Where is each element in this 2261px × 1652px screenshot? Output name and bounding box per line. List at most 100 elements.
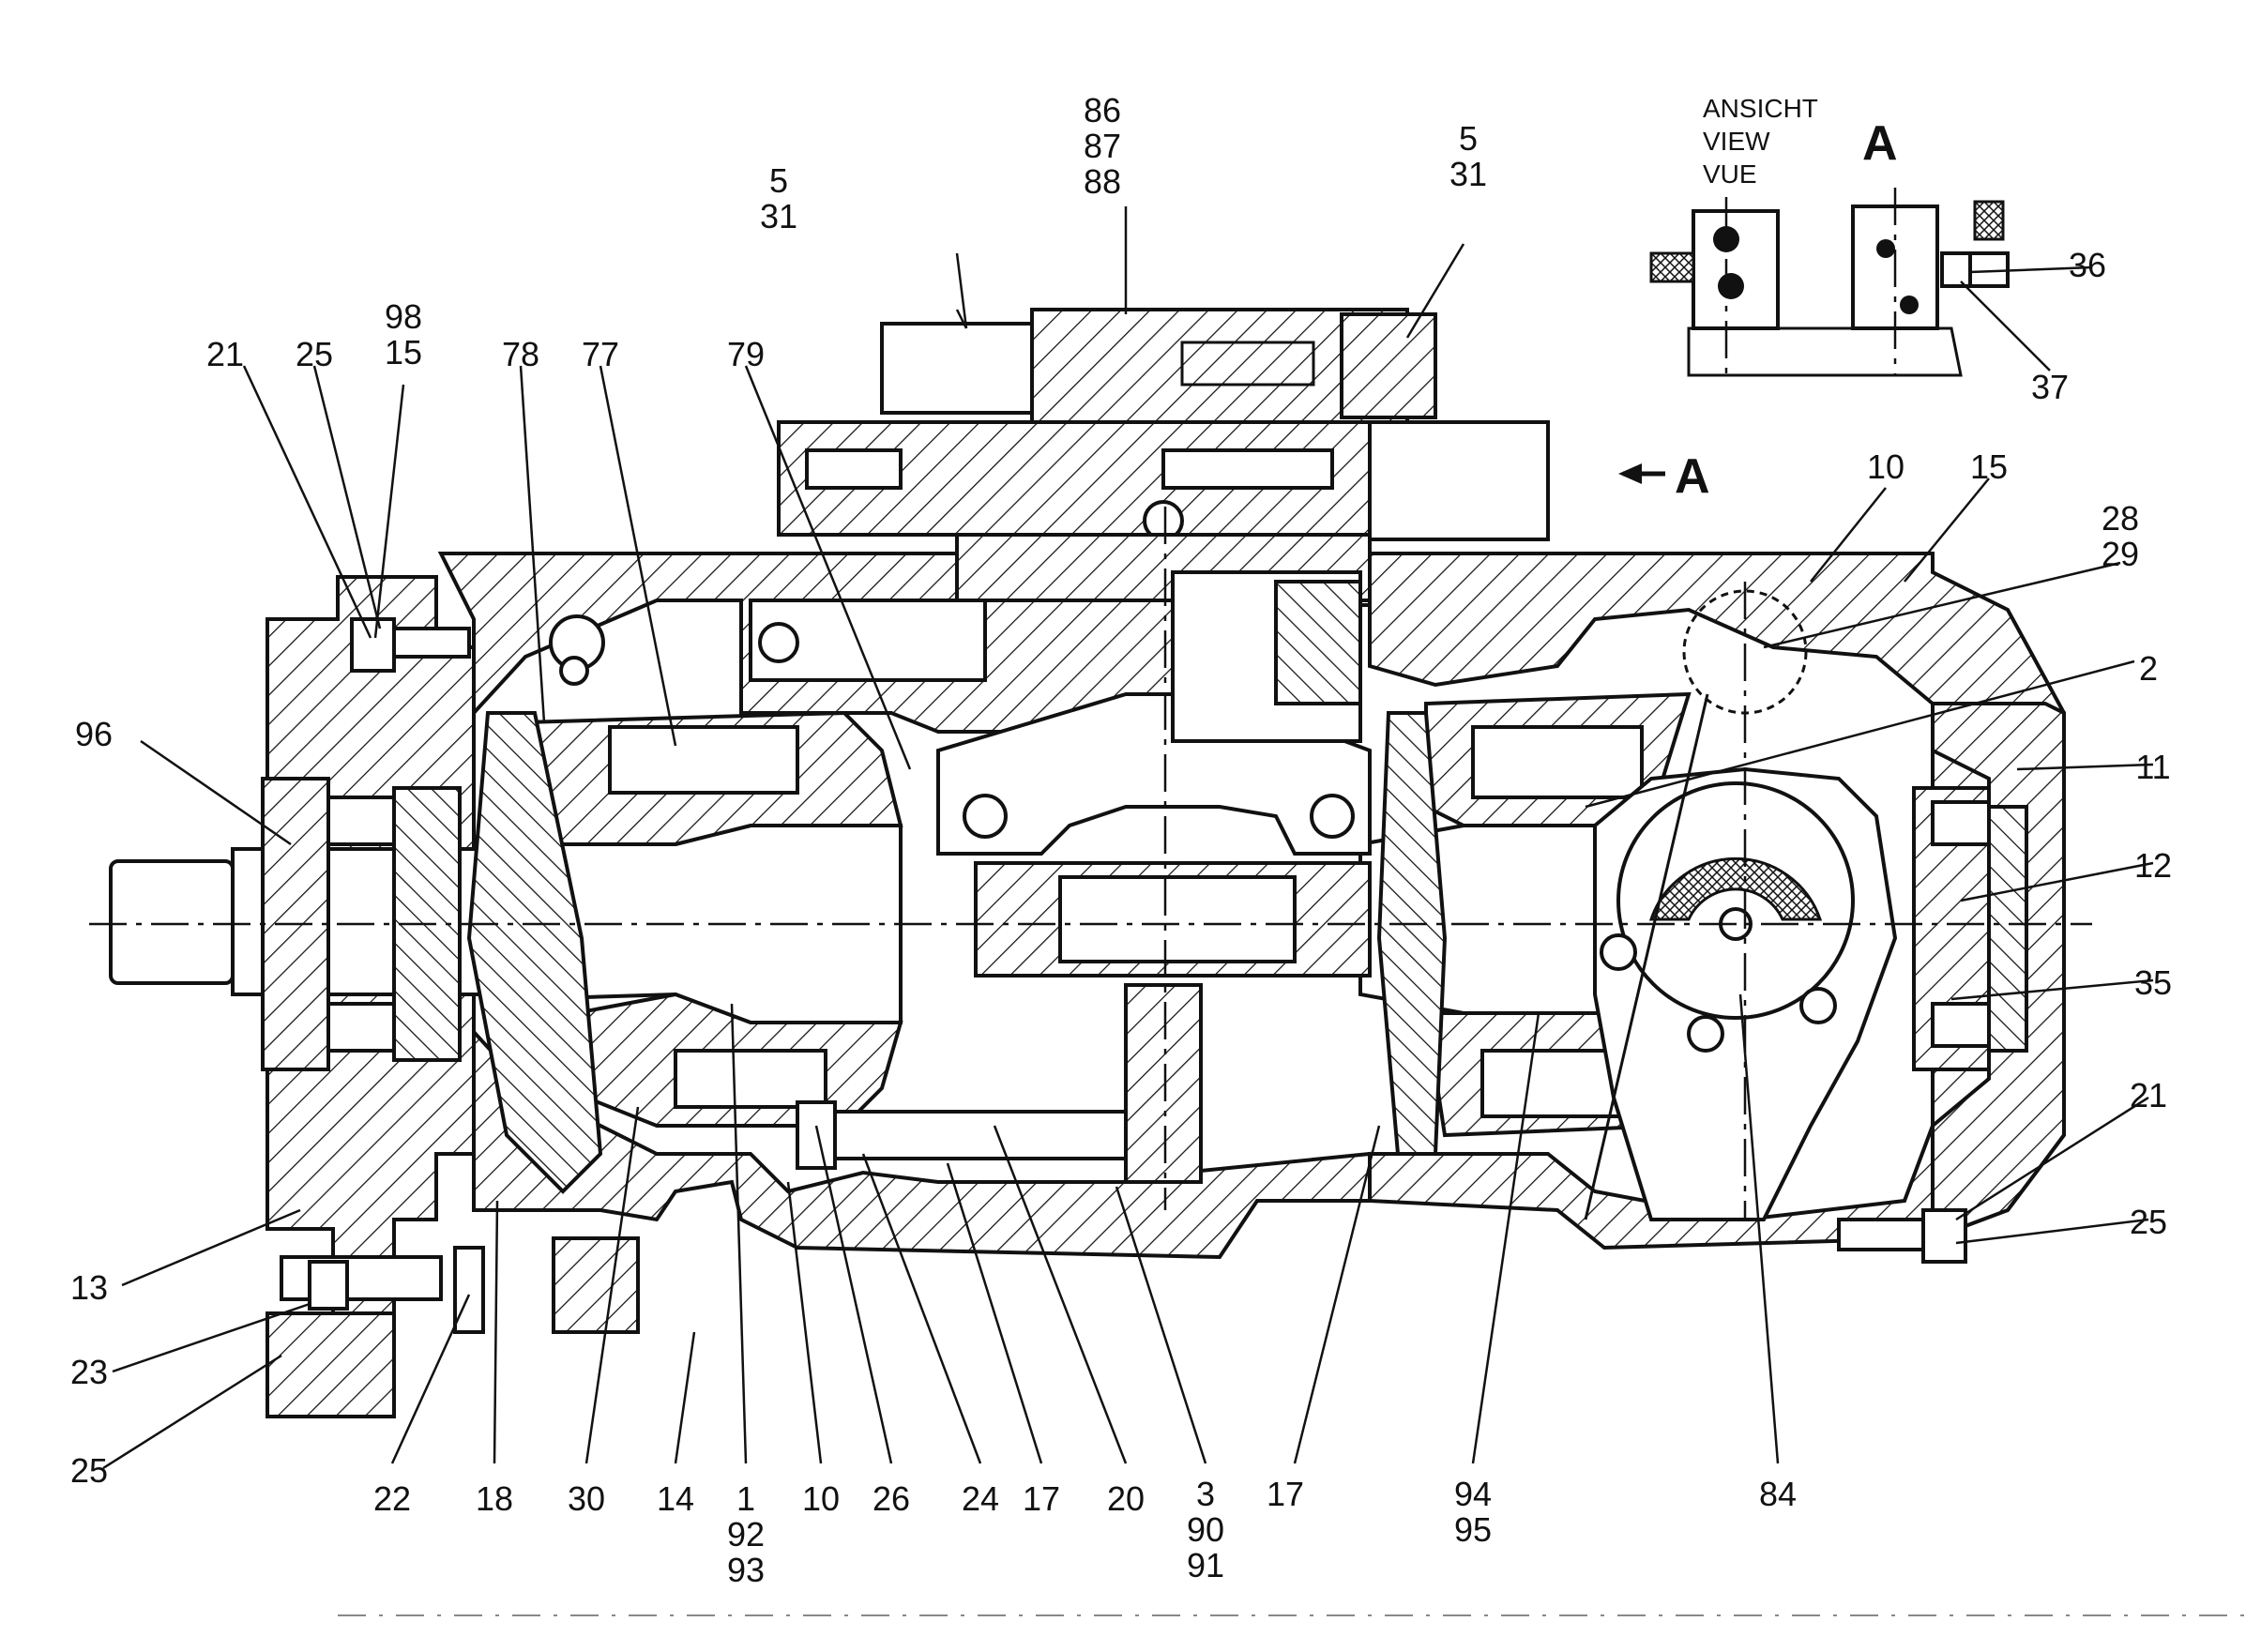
part-label-37: 37 xyxy=(2031,368,2069,406)
lever-centerline xyxy=(1584,693,1709,1220)
part-label-96: 96 xyxy=(75,715,113,753)
screw-25-top xyxy=(392,627,471,659)
part-label-25-top: 25 xyxy=(296,335,333,373)
left-cylinder-block xyxy=(466,710,903,1194)
part-label-14: 14 xyxy=(657,1479,694,1518)
inset-fitting-37 xyxy=(1940,251,1972,288)
right-bearing xyxy=(1912,786,2028,1071)
servo-port xyxy=(758,622,799,663)
part-label-11: 11 xyxy=(2135,748,2170,786)
part-label-26: 26 xyxy=(873,1479,910,1518)
view-caption-line-3: VUE xyxy=(1703,159,1757,189)
part-label-25-right: 25 xyxy=(2130,1203,2167,1241)
arrow-head xyxy=(1618,463,1642,484)
piston-lower-left xyxy=(674,1049,827,1109)
piston-77 xyxy=(608,725,799,795)
view-caption-letter: A xyxy=(1862,116,1898,171)
lever-bolt-4 xyxy=(1687,1015,1724,1053)
inset-plug-top xyxy=(1973,200,2005,241)
right-roller-bottom xyxy=(1931,1002,1991,1048)
part-label-12: 12 xyxy=(2134,846,2172,885)
bolt-20 xyxy=(833,1110,1128,1160)
part-label-35: 35 xyxy=(2134,963,2172,1002)
housing xyxy=(266,552,2066,1418)
right-cylinder-block xyxy=(1376,691,1692,1156)
flange-bolt xyxy=(280,1255,443,1301)
right-piston-bottom xyxy=(1480,1049,1625,1118)
part-label-10-top: 10 xyxy=(1867,447,1904,486)
part-label-79: 79 xyxy=(727,335,765,373)
inset-block-left xyxy=(1692,209,1780,330)
valve-cap-right xyxy=(1340,312,1437,419)
gear-teeth xyxy=(1648,856,1823,921)
link-78-pin xyxy=(559,656,589,686)
part-label-21-top: 21 xyxy=(206,335,244,373)
yoke-pin-right xyxy=(1310,794,1355,839)
part-label-2: 2 xyxy=(2139,649,2158,688)
control-valve-assembly xyxy=(549,308,1550,743)
lever-bolt-1 xyxy=(1600,933,1637,971)
right-valve-plate xyxy=(1376,711,1448,1156)
left-swash-plate xyxy=(466,711,603,1194)
part-label-21-right: 21 xyxy=(2130,1076,2167,1114)
inset-plug-left xyxy=(1649,251,1695,283)
part-label-24: 24 xyxy=(962,1479,999,1518)
shaft-spline-end xyxy=(109,859,235,985)
inset-port-2 xyxy=(1718,273,1744,299)
inset-port-4 xyxy=(1900,296,1919,314)
adjusting-lever xyxy=(1584,589,1898,1221)
lever-bolt-3 xyxy=(1799,987,1837,1024)
screw-21-top xyxy=(350,617,396,673)
part-label-18: 18 xyxy=(476,1479,513,1518)
view-caption-line-2: VIEW xyxy=(1703,127,1770,156)
view-caption-line-1: ANSICHT xyxy=(1703,94,1818,123)
spool-top xyxy=(1180,341,1315,386)
part-label-78: 78 xyxy=(502,335,539,373)
part-label-10-bottom: 10 xyxy=(802,1479,840,1518)
part-label-17-right: 17 xyxy=(1267,1475,1304,1513)
part-label-77: 77 xyxy=(582,335,619,373)
spool-left xyxy=(805,448,903,490)
part-label-36: 36 xyxy=(2069,246,2106,284)
part-label-20: 20 xyxy=(1107,1479,1145,1518)
part-label-84: 84 xyxy=(1759,1475,1797,1513)
screw-25-right xyxy=(1837,1218,1925,1251)
center-drain-plug xyxy=(1124,983,1203,1184)
view-arrow-label: A xyxy=(1675,449,1710,504)
part-label-22: 22 xyxy=(373,1479,411,1518)
part-label-25-bottom: 25 xyxy=(70,1451,108,1490)
part-label-13: 13 xyxy=(70,1268,108,1307)
bearing-roller-bottom xyxy=(326,1002,396,1053)
right-piston-top xyxy=(1471,725,1644,799)
right-roller-top xyxy=(1931,800,1991,846)
nut-26 xyxy=(796,1100,837,1170)
part-label-15-top: 15 xyxy=(1970,447,2008,486)
right-bearing-ring xyxy=(1987,805,2028,1053)
solenoid-right-31 xyxy=(1368,420,1550,541)
inset-port-3 xyxy=(1876,239,1895,258)
part-label-23: 23 xyxy=(70,1353,108,1391)
view-arrow xyxy=(1618,463,1665,484)
plug-30 xyxy=(552,1236,640,1334)
solenoid-left-31 xyxy=(880,322,1034,415)
view-a-inset xyxy=(1649,200,2010,377)
leader-lines xyxy=(102,206,2154,1470)
screw-23 xyxy=(308,1260,349,1311)
part-label-17-left: 17 xyxy=(1023,1479,1060,1518)
gear-disk xyxy=(1616,781,1855,1020)
mounting-flange xyxy=(266,1311,396,1418)
screw-22 xyxy=(453,1246,485,1334)
inset-port-1 xyxy=(1713,226,1739,252)
inset-base xyxy=(1687,326,1963,377)
coupling-sleeve xyxy=(1058,875,1297,963)
